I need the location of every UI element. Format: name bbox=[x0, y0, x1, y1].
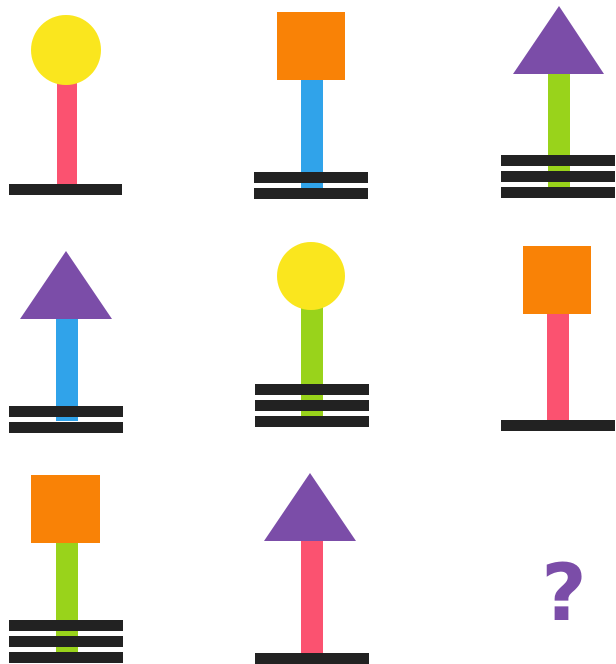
base-line bbox=[501, 171, 615, 182]
cell-2 bbox=[254, 12, 368, 199]
cell-5 bbox=[255, 242, 369, 427]
base-line bbox=[9, 620, 123, 631]
base-line bbox=[254, 188, 368, 199]
base-line bbox=[9, 422, 123, 433]
square-shape bbox=[277, 12, 345, 80]
stem bbox=[57, 68, 77, 188]
base-line bbox=[255, 384, 369, 395]
question-mark: ? bbox=[541, 549, 586, 639]
base-line bbox=[255, 416, 369, 427]
stem bbox=[56, 315, 78, 421]
base-line bbox=[501, 420, 615, 431]
base-line bbox=[9, 184, 122, 195]
cell-4 bbox=[9, 251, 123, 433]
cell-7 bbox=[9, 475, 123, 663]
base-line bbox=[254, 172, 368, 183]
cell-1 bbox=[9, 15, 122, 195]
square-shape bbox=[31, 475, 100, 543]
stem bbox=[547, 306, 569, 422]
base-line bbox=[9, 406, 123, 417]
circle-shape bbox=[31, 15, 101, 85]
base-line bbox=[255, 653, 369, 664]
base-line bbox=[501, 187, 615, 198]
circle-shape bbox=[277, 242, 345, 310]
cell-6 bbox=[501, 246, 615, 431]
stem bbox=[301, 536, 323, 656]
triangle-shape bbox=[20, 251, 112, 319]
base-line bbox=[9, 652, 123, 663]
square-shape bbox=[523, 246, 591, 314]
cell-3 bbox=[501, 6, 615, 198]
cell-9-missing: ? bbox=[541, 549, 586, 639]
base-line bbox=[9, 636, 123, 647]
cell-8 bbox=[255, 473, 369, 664]
triangle-shape bbox=[513, 6, 604, 74]
base-line bbox=[255, 400, 369, 411]
triangle-shape bbox=[264, 473, 356, 541]
base-line bbox=[501, 155, 615, 166]
